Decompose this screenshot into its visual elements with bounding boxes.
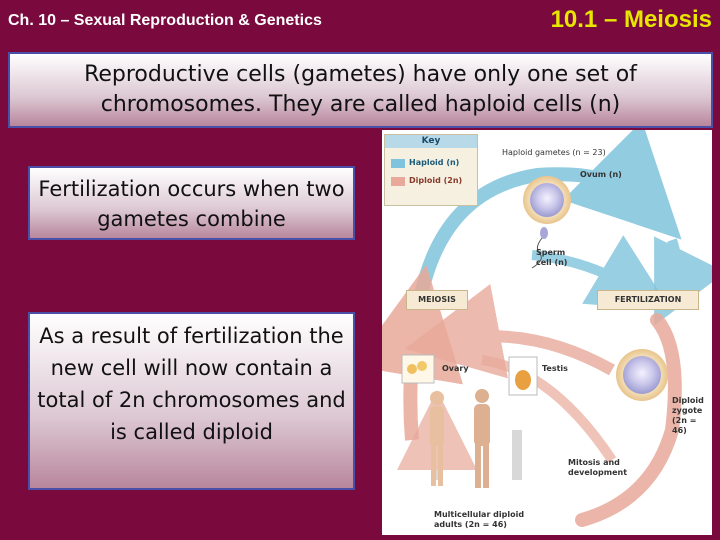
haploid-arrow-ovum [654,236,712,326]
female-figure [430,391,444,486]
fertilization-tag: FERTILIZATION [597,290,699,310]
diploid-swatch [391,177,405,186]
fertilization-textbox: Fertilization occurs when two gametes co… [28,166,355,240]
haploid-gametes-label: Haploid gametes (n = 23) [502,148,606,157]
haploid-swatch [391,159,405,168]
diploid-arrow-inner [481,355,617,463]
diploid-textbox: As a result of fertilization the new cel… [28,312,355,490]
haploid-arrow-top [413,130,682,307]
diploid-arrow-bottom [575,313,682,527]
ovum-cell [530,183,564,217]
gametes-textbox: Reproductive cells (gametes) have only o… [8,52,713,128]
mitosis-label: Mitosis and development [568,458,628,477]
sperm-head [540,227,548,239]
chapter-title: Ch. 10 – Sexual Reproduction & Genetics [8,12,322,29]
ovary-label: Ovary [442,364,469,373]
life-cycle-arrows [382,130,712,527]
diploid-zygote-label: Diploid zygote (2n = 46) [672,396,704,435]
haploid-arrow-sperm [531,235,672,311]
key-title: Key [385,135,477,148]
adults-label: Multicellular diploid adults (2n = 46) [434,510,525,529]
key-haploid-label: Haploid (n) [409,158,460,167]
testis-label: Testis [542,364,568,373]
diagram-key: Key Haploid (n) Diploid (2n) [384,134,478,206]
key-diploid-label: Diploid (2n) [409,176,463,185]
section-title: 10.1 – Meiosis [550,6,712,33]
life-cycle-diagram: Key Haploid (n) Diploid (2n) Haploid gam… [382,130,712,535]
ovary-icon [417,361,427,371]
meiosis-tag: MEIOSIS [406,290,468,310]
ovum-label: Ovum (n) [580,170,622,179]
male-figure [474,389,490,488]
sperm-tail [531,237,543,269]
zygote-cell [623,356,661,394]
ovary-icon [407,364,417,374]
sperm-label: Sperm cell (n) [536,248,568,267]
diploid-arrow-center [404,283,615,379]
testis-icon [515,370,531,390]
